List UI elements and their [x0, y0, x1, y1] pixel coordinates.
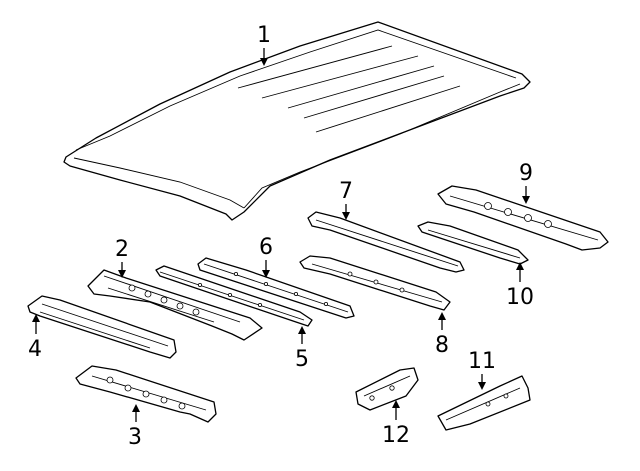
side-rail	[27, 295, 177, 359]
roof-bow-7	[307, 211, 465, 273]
callout-3: 3	[128, 425, 142, 450]
callout-1: 1	[257, 23, 271, 48]
callout-2: 2	[115, 237, 129, 262]
callout-12: 12	[382, 423, 410, 448]
roof-bow-8	[299, 255, 451, 311]
callout-9: 9	[519, 161, 533, 186]
callout-10: 10	[506, 285, 534, 310]
leader-lines	[32, 48, 530, 422]
callout-5: 5	[295, 347, 309, 372]
roof-bow-5	[155, 265, 313, 327]
bracket-11	[437, 375, 531, 431]
roof-panel	[63, 21, 531, 221]
inner-rail-panel	[75, 365, 217, 423]
rear-header-reinforcement	[417, 221, 529, 265]
callout-11: 11	[468, 349, 496, 374]
callout-labels: 1 2 3 4 5 6 7 8 9 10 11 12	[28, 23, 534, 450]
callout-7: 7	[339, 179, 353, 204]
rear-header	[437, 185, 609, 251]
roof-bow-6	[197, 257, 355, 319]
callout-4: 4	[28, 337, 42, 362]
callout-6: 6	[259, 235, 273, 260]
callout-8: 8	[435, 333, 449, 358]
bracket-12	[355, 367, 419, 411]
